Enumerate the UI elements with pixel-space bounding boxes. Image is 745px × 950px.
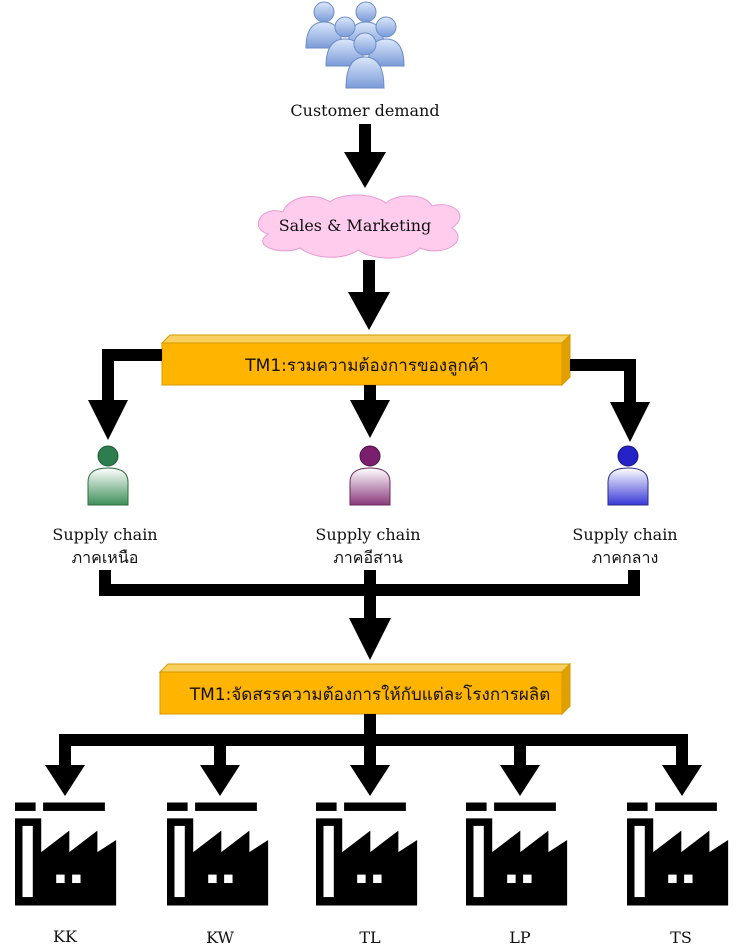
factory-icon bbox=[316, 802, 418, 906]
supply-chain-north-line1: Supply chain bbox=[52, 525, 157, 544]
factory-label-tl: TL bbox=[359, 928, 381, 947]
person-icon bbox=[349, 445, 391, 506]
supply-chain-central-line2: ภาคกลาง bbox=[592, 548, 659, 567]
supply-chain-central-line1: Supply chain bbox=[572, 525, 677, 544]
supply-chain-northeast-line1: Supply chain bbox=[315, 525, 420, 544]
customer-demand-label: Customer demand bbox=[290, 101, 439, 120]
users-group-icon bbox=[305, 1, 405, 89]
factory-label-lp: LP bbox=[509, 928, 531, 947]
supply-chain-north-line2: ภาคเหนือ bbox=[72, 548, 139, 567]
arrow-supply-chains-to-tm1-allocate bbox=[99, 570, 640, 660]
arrow-tm1-to-supply-north bbox=[88, 349, 162, 440]
factory-icon bbox=[15, 802, 117, 906]
tm1-allocate-label: TM1:จัดสรรความต้องการให้กับแต่ละโรงการผล… bbox=[189, 684, 551, 705]
sales-marketing-label: Sales & Marketing bbox=[279, 216, 432, 235]
factory-icon bbox=[466, 802, 568, 906]
factory-icon bbox=[627, 802, 729, 906]
arrow-tm1-to-factories bbox=[45, 714, 702, 796]
person-icon bbox=[87, 445, 129, 506]
supply-chain-northeast-line2: ภาคอีสาน bbox=[333, 548, 403, 567]
tm1-collect-label: TM1:รวมความต้องการของลูกค้า bbox=[244, 356, 488, 376]
arrow-tm1-to-supply-northeast bbox=[350, 385, 390, 438]
factory-icon bbox=[167, 802, 269, 906]
arrow-tm1-to-supply-central bbox=[570, 359, 650, 442]
sales-marketing-cloud bbox=[257, 194, 461, 259]
person-icon bbox=[607, 445, 649, 506]
tm1-collect-box bbox=[160, 333, 572, 387]
factory-label-ts: TS bbox=[670, 928, 692, 947]
arrow-sales-to-tm1 bbox=[348, 260, 390, 330]
factory-label-kk: KK bbox=[53, 927, 78, 946]
arrow-customer-to-sales bbox=[344, 124, 386, 188]
factory-label-kw: KW bbox=[206, 928, 234, 947]
tm1-allocate-box bbox=[158, 662, 572, 716]
